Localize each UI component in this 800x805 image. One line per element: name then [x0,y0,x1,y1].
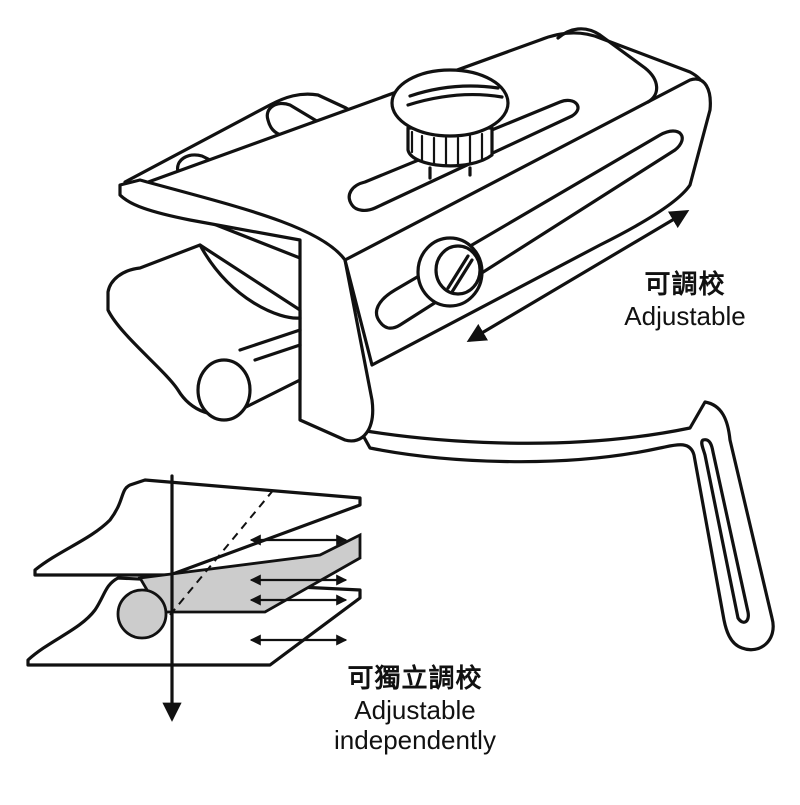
cross-section-detail [26,474,362,722]
upper-layer [33,478,362,577]
front-face [118,178,375,443]
independent-label: 可獨立調校 Adjustable independently [300,664,530,756]
independent-label-en-1: Adjustable [354,694,476,725]
adjust-arrow [466,210,690,342]
folded-edge [116,588,168,640]
binder-attachment [106,27,775,652]
independent-label-en-2: independently [334,725,496,756]
adjustable-label-cjk: 可調校 [644,270,726,300]
side-screw [416,236,484,308]
thumb-screw [390,68,510,180]
side-slot [374,129,684,330]
fabric-tube [106,243,302,422]
arm-slot [700,438,750,624]
adjustable-label-en: Adjustable [624,300,746,331]
adjustable-label: 可調校 Adjustable [600,270,770,331]
extension-arm [358,400,775,652]
top-slot [347,98,580,212]
independent-label-cjk: 可獨立調校 [347,664,483,694]
side-lip [556,27,659,104]
